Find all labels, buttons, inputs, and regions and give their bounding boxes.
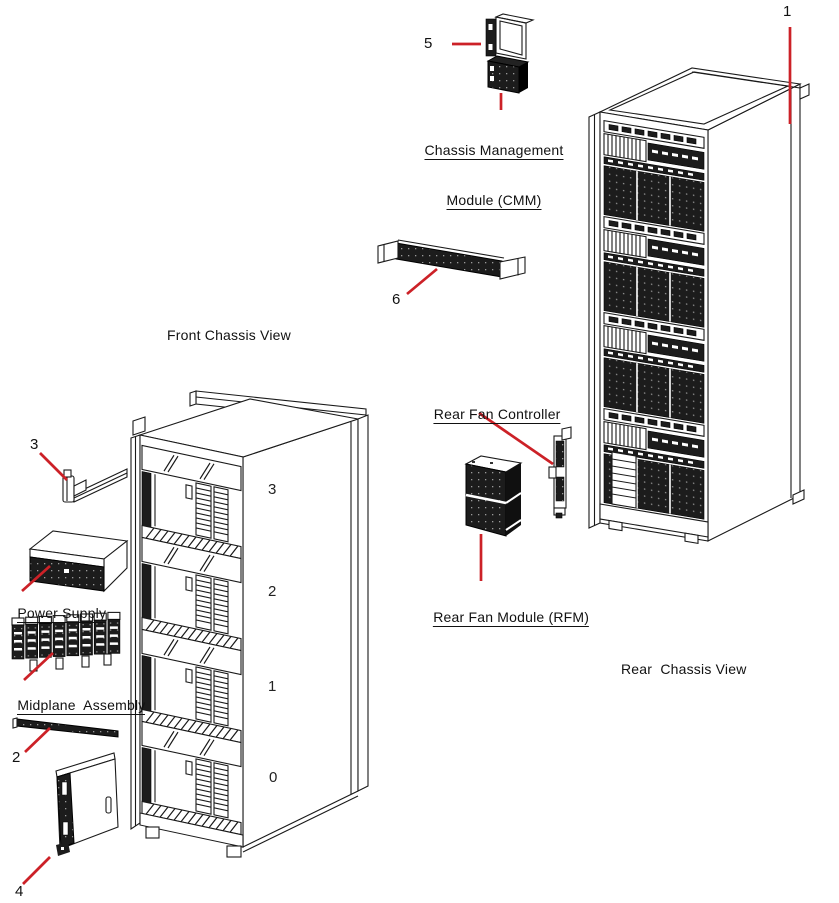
bay-number-1: 1	[268, 678, 277, 695]
front-chassis-illustration	[130, 390, 369, 858]
callout-number-6: 6	[392, 291, 401, 308]
cmm-label: Chassis Management Module (CMM)	[424, 110, 564, 242]
midplane-assembly-label: Midplane Assembly	[1, 681, 146, 731]
front-chassis-view-title: Front Chassis View	[167, 327, 291, 343]
rear-fan-module-label: Rear Fan Module (RFM)	[417, 593, 590, 643]
rear-fan-module-label-text: Rear Fan Module (RFM)	[433, 609, 590, 627]
rear-chassis-view-title: Rear Chassis View	[621, 661, 747, 677]
rear-fan-module-illustration	[464, 455, 523, 537]
midplane-assembly-label-text: Midplane Assembly	[17, 697, 146, 715]
callout-line-4	[22, 856, 51, 885]
rear-fan-controller-illustration	[548, 426, 572, 519]
fan-rail-illustration	[377, 239, 526, 280]
callout-number-3: 3	[30, 436, 39, 453]
rear-fan-controller-label-text: Rear Fan Controller	[433, 406, 561, 424]
callout-line-rear-fan-controller	[478, 411, 554, 466]
callout-line-3	[39, 452, 68, 481]
bay-number-3: 3	[268, 481, 277, 498]
callout-line-power-supply	[21, 564, 51, 593]
callout-number-1: 1	[783, 3, 792, 20]
callout-number-2: 2	[12, 749, 21, 766]
cmm-modules-illustration	[485, 13, 535, 94]
callout-number-4: 4	[15, 883, 24, 900]
rear-chassis-illustration	[588, 67, 810, 544]
power-supply-label: Power Supply	[1, 589, 107, 639]
rear-fan-controller-label: Rear Fan Controller	[417, 390, 561, 440]
power-supply-illustration	[28, 530, 129, 593]
callout-line-6	[406, 267, 438, 296]
node-blade-illustration	[55, 752, 119, 856]
mounting-bracket-illustration	[62, 468, 128, 503]
power-supply-label-text: Power Supply	[17, 605, 107, 623]
filler-strip-illustration	[12, 717, 119, 738]
callout-line-2	[24, 727, 51, 753]
callout-number-5: 5	[424, 35, 433, 52]
callout-line-midplane	[23, 652, 54, 681]
cmm-label-line2: Module (CMM)	[446, 192, 542, 210]
callout-lines	[21, 27, 792, 885]
bay-number-2: 2	[268, 583, 277, 600]
cmm-label-line1: Chassis Management	[424, 142, 564, 160]
bay-number-0: 0	[269, 769, 278, 786]
